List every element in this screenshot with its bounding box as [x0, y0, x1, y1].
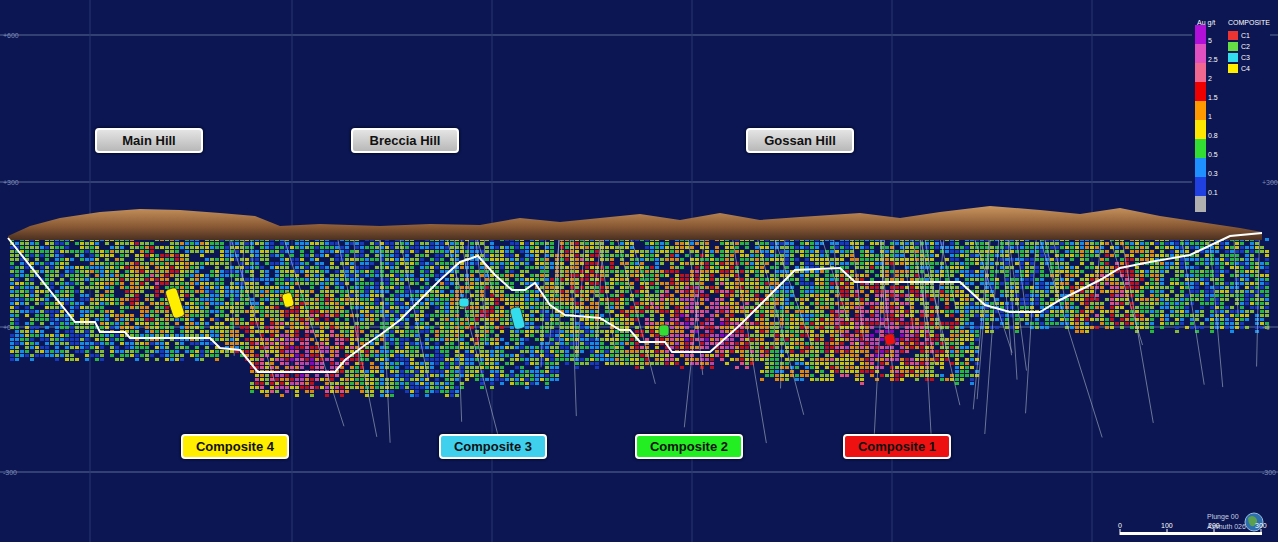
- elevation-label: +0: [3, 324, 11, 331]
- box-text: Composite 2: [650, 439, 728, 454]
- legend-swatch: [1228, 53, 1238, 62]
- legend-text: 0.3: [1208, 170, 1218, 177]
- scale-label: 0: [1118, 522, 1122, 529]
- legend-swatch: [1195, 63, 1206, 82]
- composite-label-box: Composite 3: [439, 434, 547, 459]
- legend-swatch: [1195, 44, 1206, 63]
- legend-swatch: [1195, 139, 1206, 158]
- scale-label: 300: [1255, 522, 1267, 529]
- elevation-label: +300: [1262, 179, 1278, 186]
- grid-lines: [0, 35, 1278, 472]
- legend-text: 1: [1208, 113, 1212, 120]
- legend-text: 5: [1208, 37, 1212, 44]
- box-text: Composite 4: [196, 439, 274, 454]
- legend-text: C1: [1241, 32, 1250, 39]
- drill-holes: [229, 232, 1260, 447]
- legend-swatch: [1228, 42, 1238, 51]
- legend-text: C3: [1241, 54, 1250, 61]
- legend-swatch: [1228, 31, 1238, 40]
- legend-heading: COMPOSITE: [1228, 19, 1270, 26]
- legend-swatch: [1195, 25, 1206, 44]
- scale-label: 100: [1161, 522, 1173, 529]
- legend-text: 0.5: [1208, 151, 1218, 158]
- composite-label-box: Composite 2: [635, 434, 743, 459]
- legend-text: 0.8: [1208, 132, 1218, 139]
- scale-label: 200: [1208, 522, 1220, 529]
- legend-swatch: [1195, 101, 1206, 120]
- legend-text: C4: [1241, 65, 1250, 72]
- composite-label-box: Composite 1: [843, 434, 951, 459]
- box-text: Composite 1: [858, 439, 936, 454]
- elevation-label: -300: [1262, 469, 1276, 476]
- grid-verticals: [90, 0, 1092, 542]
- pit-shell: [8, 233, 1262, 372]
- legend-text: 0.1: [1208, 189, 1218, 196]
- terrain: [8, 206, 1262, 240]
- legend-text: 1.5: [1208, 94, 1218, 101]
- box-text: Main Hill: [122, 133, 175, 148]
- composite-samples: [165, 287, 896, 346]
- place-label-box: Breccia Hill: [351, 128, 459, 153]
- box-text: Breccia Hill: [370, 133, 441, 148]
- legend-panel: [1192, 20, 1270, 214]
- place-label-box: Gossan Hill: [746, 128, 854, 153]
- legend-swatch: [1195, 177, 1206, 196]
- legend-bar-base: [1195, 196, 1206, 212]
- place-label-box: Main Hill: [95, 128, 203, 153]
- legend-swatch: [1195, 82, 1206, 101]
- legend-text: 2: [1208, 75, 1212, 82]
- legend-swatch: [1195, 158, 1206, 177]
- view-info: Plunge 00: [1207, 513, 1239, 520]
- legend-swatch: [1195, 120, 1206, 139]
- block-model: [10, 238, 1269, 397]
- legend-swatch: [1228, 64, 1238, 73]
- legend-text: C2: [1241, 43, 1250, 50]
- scale-bar: [1120, 529, 1262, 535]
- composite-label-box: Composite 4: [181, 434, 289, 459]
- legend-text: 2.5: [1208, 56, 1218, 63]
- elevation-label: +600: [3, 32, 19, 39]
- box-text: Composite 3: [454, 439, 532, 454]
- box-text: Gossan Hill: [764, 133, 836, 148]
- elevation-label: +0: [1262, 324, 1270, 331]
- elevation-label: -300: [3, 469, 17, 476]
- elevation-label: +300: [3, 179, 19, 186]
